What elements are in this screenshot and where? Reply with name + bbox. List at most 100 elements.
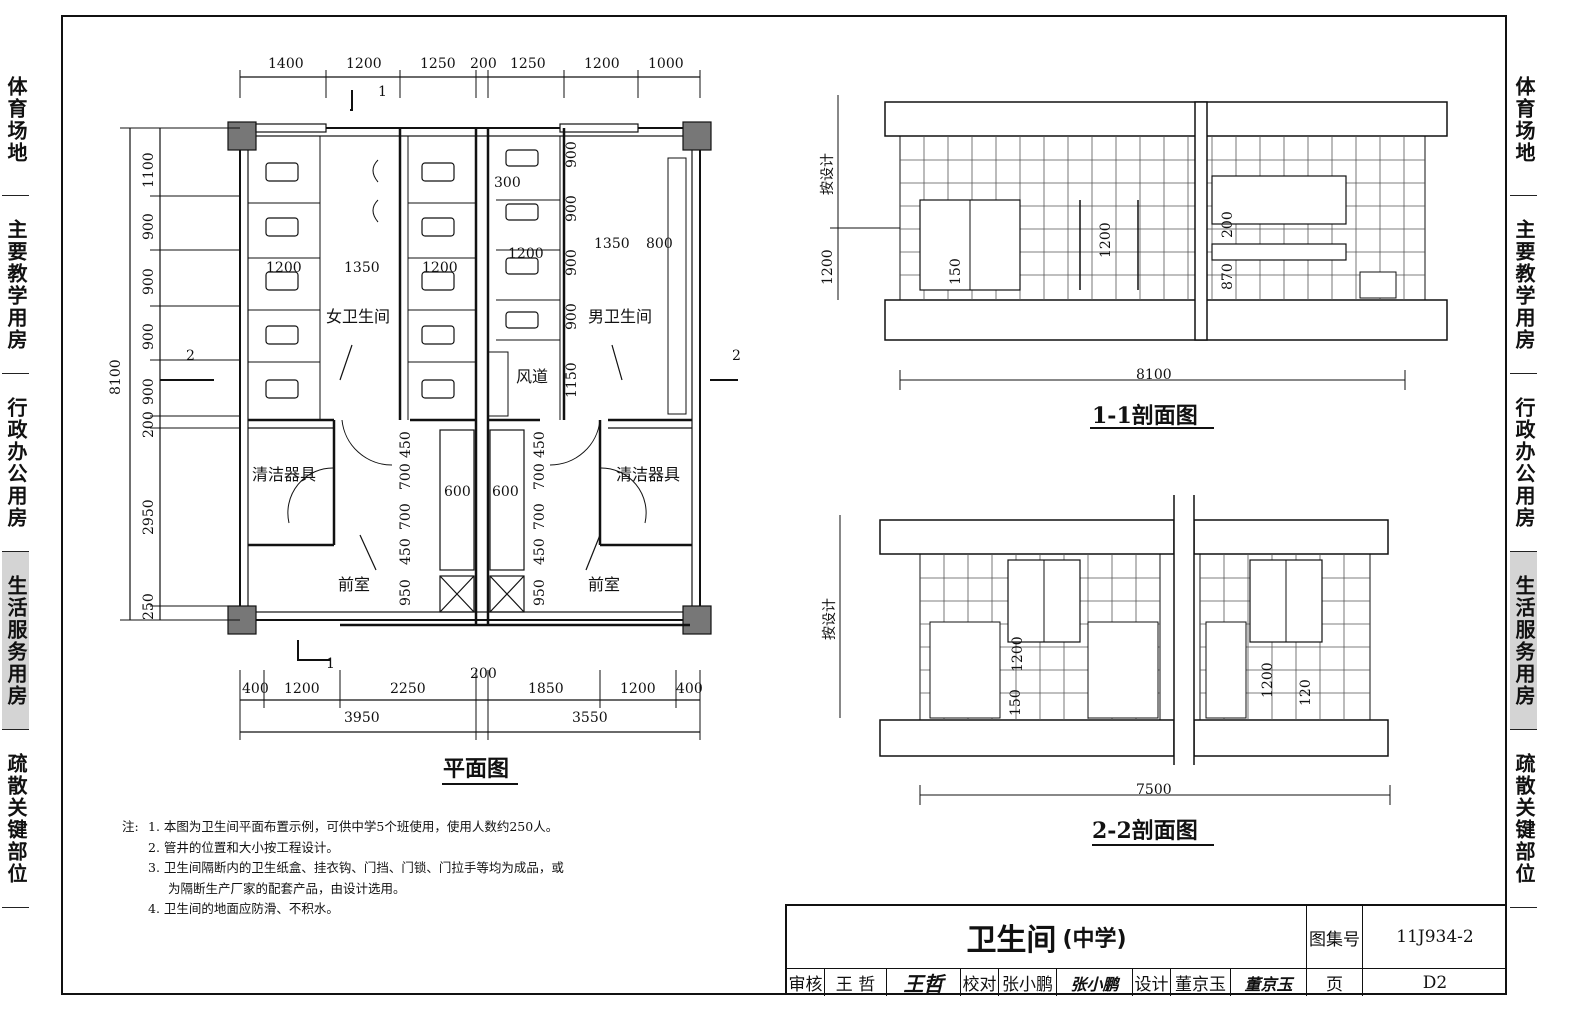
- section-1-labels: 按设计 1200 150 1200 200 870 8100: [820, 153, 1236, 383]
- designer-signature: 董京玉: [1231, 969, 1307, 996]
- room-men-label: 男卫生间: [588, 307, 652, 326]
- dim-left-1: 1100: [141, 152, 157, 188]
- note-3: 3. 卫生间隔断内的卫生纸盒、挂衣钩、门挡、门锁、门拉手等均为成品，或: [148, 860, 564, 875]
- dim-top-1: 1400: [268, 56, 304, 72]
- tab-sports-right[interactable]: 体育场地: [1510, 44, 1537, 196]
- dim-bottom-6: 1200: [620, 681, 656, 697]
- section-1-width: 8100: [1136, 367, 1172, 383]
- dim-bottom-4: 200: [470, 666, 497, 682]
- dim-inner-2: 1350: [344, 260, 380, 276]
- section-2-dim-3: 1200: [1260, 662, 1276, 698]
- drawing-frame: [61, 15, 1507, 995]
- dim-inner-23: 450: [532, 538, 548, 565]
- dim-inner-19: 600: [492, 484, 519, 500]
- note-3-cont: 为隔断生产厂家的配套产品，由设计选用。: [168, 880, 406, 896]
- reviewer-name: 王 哲: [825, 969, 887, 996]
- dim-bottom-7: 400: [676, 681, 703, 697]
- dim-overall-height: 8100: [108, 359, 124, 395]
- tab-living-right-active[interactable]: 生活服务用房: [1510, 552, 1537, 730]
- dim-bottom-2: 1200: [284, 681, 320, 697]
- room-women-label: 女卫生间: [326, 307, 390, 326]
- dim-left-3: 900: [141, 268, 157, 295]
- tab-sports[interactable]: 体育场地: [2, 44, 29, 196]
- section-2-labels: 按设计 1200 150 1200 120 7500: [822, 598, 1314, 798]
- dim-top-5: 1250: [510, 56, 546, 72]
- dim-inner-7: 800: [646, 236, 673, 252]
- room-vestibule-right-label: 前室: [588, 575, 620, 594]
- dim-top-7: 1000: [648, 56, 684, 72]
- tab-evacuation-right[interactable]: 疏散关键部位: [1510, 730, 1537, 908]
- dim-inner-21: 700: [532, 463, 548, 490]
- checker-signature: 张小鹏: [1057, 969, 1133, 996]
- tab-admin-right[interactable]: 行政办公用房: [1510, 374, 1537, 552]
- designer-name: 董京玉: [1171, 969, 1231, 996]
- section-mark-2-left: 2: [186, 348, 195, 364]
- atlas-label: 图集号: [1307, 906, 1363, 968]
- room-vestibule-left-label: 前室: [338, 575, 370, 594]
- dim-inner-18: 600: [444, 484, 471, 500]
- dim-left-4: 900: [141, 323, 157, 350]
- dim-inner-11: 900: [564, 303, 580, 330]
- dim-inner-22: 700: [532, 503, 548, 530]
- dim-left-7: 2950: [141, 499, 157, 535]
- dim-inner-1: 1200: [266, 260, 302, 276]
- notes-label: 注:: [122, 819, 139, 834]
- note-1: 1. 本图为卫生间平面布置示例，可供中学5个班使用，使用人数约250人。: [148, 819, 559, 834]
- room-duct-label: 风道: [516, 367, 548, 386]
- dim-inner-4: 1200: [508, 246, 544, 262]
- dim-bottom-9: 3550: [572, 710, 608, 726]
- section-mark-2-right: 2: [732, 348, 741, 364]
- dim-bottom-8: 3950: [344, 710, 380, 726]
- tab-admin[interactable]: 行政办公用房: [2, 374, 29, 552]
- note-2: 2. 管井的位置和大小按工程设计。: [148, 839, 339, 855]
- dim-inner-17: 950: [398, 579, 414, 606]
- dim-left-6: 200: [141, 411, 157, 438]
- dim-inner-10: 900: [564, 249, 580, 276]
- dim-left-5: 900: [141, 378, 157, 405]
- section-2-height-label: 按设计: [822, 598, 838, 640]
- section-mark-1-bottom: 1: [326, 656, 335, 672]
- dim-inner-8: 900: [564, 141, 580, 168]
- dim-inner-6: 1350: [594, 236, 630, 252]
- dim-inner-12: 1150: [564, 362, 580, 398]
- dim-inner-20: 450: [532, 431, 548, 458]
- notes: 注: 1. 本图为卫生间平面布置示例，可供中学5个班使用，使用人数约250人。 2…: [122, 817, 564, 920]
- dim-left-2: 900: [141, 213, 157, 240]
- signature-row: 审核 王 哲 王哲 校对 张小鹏 张小鹏 设计 董京玉 董京玉 页 D2: [787, 968, 1507, 996]
- dim-left-8: 250: [141, 593, 157, 620]
- title-block: 卫生间(中学) 图集号 11J934-2 审核 王 哲 王哲 校对 张小鹏 张小…: [785, 904, 1507, 996]
- dim-bottom-5: 1850: [528, 681, 564, 697]
- dim-inner-24: 950: [532, 579, 548, 606]
- section-2-drawing: [839, 495, 1391, 846]
- room-cleaning-right-label: 清洁器具: [616, 465, 680, 484]
- dim-top-6: 1200: [584, 56, 620, 72]
- tab-teaching-right[interactable]: 主要教学用房: [1510, 196, 1537, 374]
- plan-room-labels: 女卫生间 男卫生间 风道 清洁器具 清洁器具 前室 前室: [252, 307, 680, 594]
- room-cleaning-left-label: 清洁器具: [252, 465, 316, 484]
- plan-drawing: [120, 70, 738, 785]
- check-label: 校对: [961, 969, 999, 996]
- checker-name: 张小鹏: [999, 969, 1057, 996]
- tab-teaching[interactable]: 主要教学用房: [2, 196, 29, 374]
- reviewer-signature: 王哲: [887, 969, 961, 996]
- tab-evacuation[interactable]: 疏散关键部位: [2, 730, 29, 908]
- dim-bottom-1: 400: [242, 681, 269, 697]
- dim-top-2: 1200: [346, 56, 382, 72]
- dim-inner-13: 450: [398, 431, 414, 458]
- section-1-drawing: [830, 95, 1448, 429]
- dim-top-4: 200: [470, 56, 497, 72]
- section-1-title: 1-1剖面图: [1092, 403, 1198, 429]
- section-1-height-label: 按设计: [820, 153, 836, 195]
- dim-inner-5: 300: [494, 175, 521, 191]
- section-mark-1-top: 1: [378, 84, 387, 100]
- tab-living-active[interactable]: 生活服务用房: [2, 552, 29, 730]
- section-2-dim-1: 1200: [1010, 636, 1026, 672]
- dim-inner-14: 700: [398, 463, 414, 490]
- left-side-tabs: 体育场地 主要教学用房 行政办公用房 生活服务用房 疏散关键部位: [2, 44, 60, 908]
- section-2-dim-2: 150: [1008, 689, 1024, 716]
- note-4: 4. 卫生间的地面应防滑、不积水。: [148, 901, 339, 916]
- review-label: 审核: [787, 969, 825, 996]
- dim-inner-15: 700: [398, 503, 414, 530]
- dim-inner-16: 450: [398, 538, 414, 565]
